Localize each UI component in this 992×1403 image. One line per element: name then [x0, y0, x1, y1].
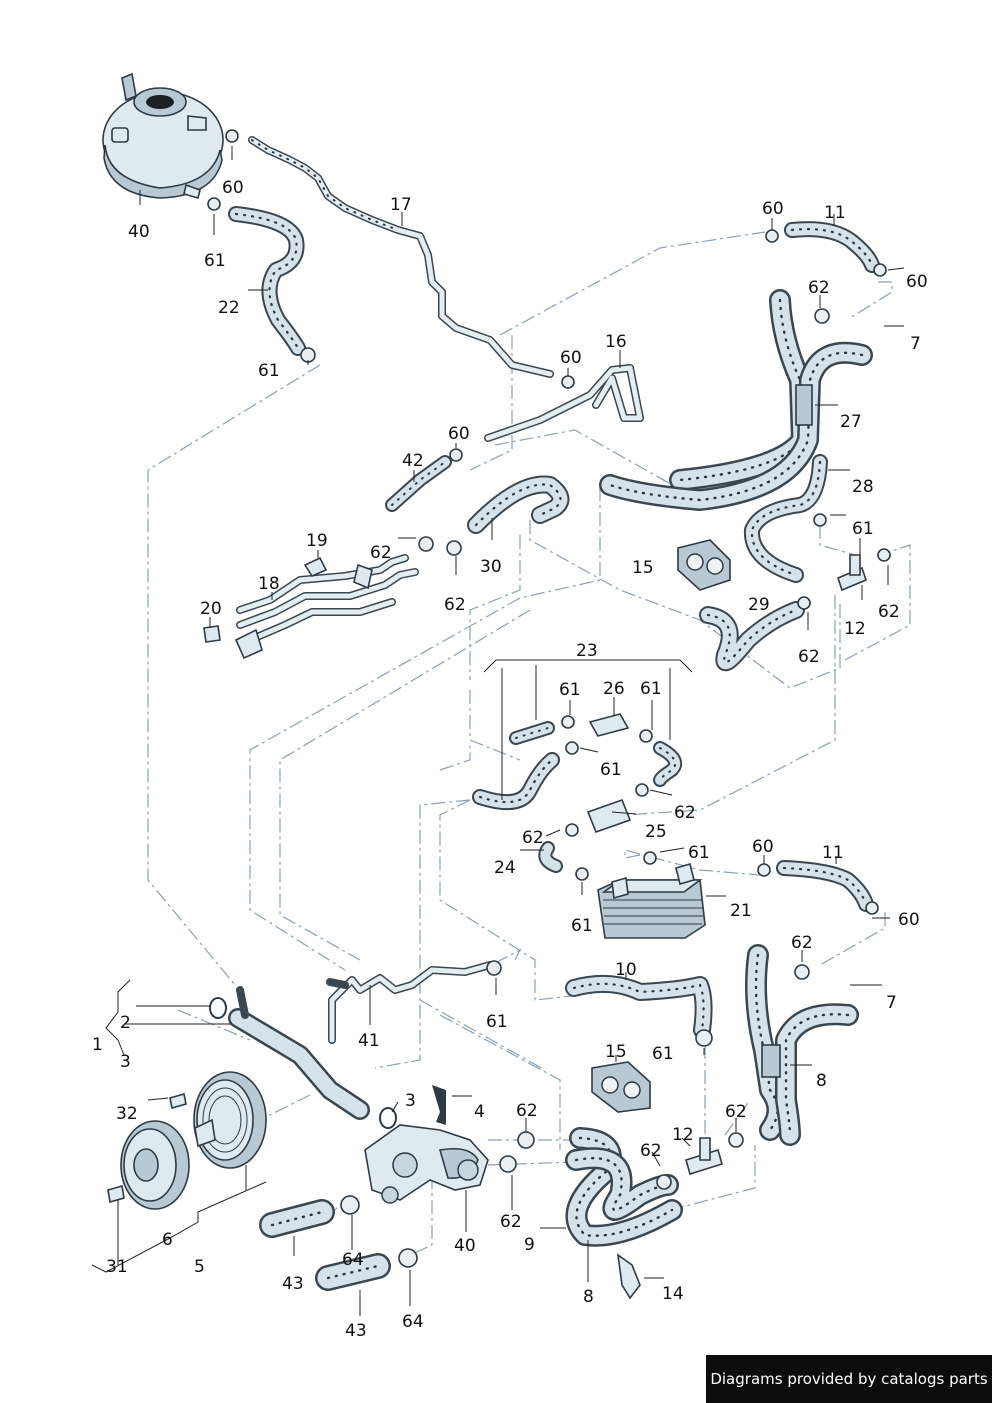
callout-labels: 40 60 61 22 61 17 60 16 42 60 60 11 60 6…: [92, 178, 928, 1341]
callout-16: 16: [605, 332, 627, 352]
watermark-banner: Diagrams provided by catalogs parts: [706, 1355, 992, 1403]
callout-30: 30: [480, 557, 502, 577]
callout-22: 22: [218, 298, 240, 318]
callout-14: 14: [662, 1284, 684, 1304]
callout-60: 60: [906, 272, 928, 292]
callout-6: 6: [162, 1230, 173, 1250]
callout-20: 20: [200, 599, 222, 619]
callout-43: 43: [345, 1321, 367, 1341]
callout-61: 61: [571, 916, 593, 936]
callout-62: 62: [370, 543, 392, 563]
hose-clamps: [207, 129, 891, 1268]
callout-61: 61: [486, 1012, 508, 1032]
callout-7: 7: [910, 334, 921, 354]
callout-62: 62: [516, 1101, 538, 1121]
components: [107, 539, 867, 1300]
callout-61: 61: [688, 843, 710, 863]
callout-62: 62: [808, 278, 830, 298]
callout-7: 7: [886, 993, 897, 1013]
callout-19: 19: [306, 531, 328, 551]
callout-62: 62: [444, 595, 466, 615]
callout-62: 62: [640, 1141, 662, 1161]
callout-60: 60: [448, 424, 470, 444]
callout-61: 61: [652, 1044, 674, 1064]
hoses: [228, 136, 880, 1291]
callout-60: 60: [898, 910, 920, 930]
callout-3: 3: [405, 1091, 416, 1111]
callout-15: 15: [632, 558, 654, 578]
callout-40: 40: [454, 1236, 476, 1256]
assembly-guide-lines: [147, 231, 911, 1256]
callout-61: 61: [204, 251, 226, 271]
callout-24: 24: [494, 858, 516, 878]
callout-28: 28: [852, 477, 874, 497]
callout-64: 64: [402, 1312, 424, 1332]
callout-25: 25: [645, 822, 667, 842]
callout-3: 3: [120, 1052, 131, 1072]
callout-60: 60: [222, 178, 244, 198]
expansion-tank: [102, 72, 224, 199]
callout-40: 40: [128, 222, 150, 242]
callout-17: 17: [390, 195, 412, 215]
callout-8: 8: [816, 1071, 827, 1091]
callout-27: 27: [840, 412, 862, 432]
callout-60: 60: [752, 837, 774, 857]
callout-8: 8: [583, 1287, 594, 1307]
callout-41: 41: [358, 1031, 380, 1051]
callout-10: 10: [615, 960, 637, 980]
callout-4: 4: [474, 1102, 485, 1122]
callout-12: 12: [672, 1125, 694, 1145]
callout-62: 62: [878, 602, 900, 622]
callout-15: 15: [605, 1042, 627, 1062]
callout-21: 21: [730, 901, 752, 921]
callout-60: 60: [762, 199, 784, 219]
leader-lines: [91, 146, 905, 1316]
callout-62: 62: [500, 1212, 522, 1232]
callout-61: 61: [640, 679, 662, 699]
callout-23: 23: [576, 641, 598, 661]
callout-2: 2: [120, 1013, 131, 1033]
callout-61: 61: [852, 519, 874, 539]
callout-29: 29: [748, 595, 770, 615]
callout-62: 62: [674, 803, 696, 823]
callout-11: 11: [824, 203, 846, 223]
callout-43: 43: [282, 1274, 304, 1294]
callout-62: 62: [725, 1102, 747, 1122]
callout-9: 9: [524, 1235, 535, 1255]
callout-60: 60: [560, 348, 582, 368]
callout-5: 5: [194, 1257, 205, 1277]
callout-62: 62: [791, 933, 813, 953]
callout-61: 61: [258, 361, 280, 381]
callout-32: 32: [116, 1104, 138, 1124]
callout-1: 1: [92, 1035, 103, 1055]
callout-61: 61: [600, 760, 622, 780]
callout-61: 61: [559, 680, 581, 700]
callout-42: 42: [402, 451, 424, 471]
callout-64: 64: [342, 1250, 364, 1270]
callout-18: 18: [258, 574, 280, 594]
callout-31: 31: [106, 1257, 128, 1277]
callout-62: 62: [798, 647, 820, 667]
callout-11: 11: [822, 843, 844, 863]
callout-62: 62: [522, 828, 544, 848]
callout-12: 12: [844, 619, 866, 639]
callout-26: 26: [603, 679, 625, 699]
